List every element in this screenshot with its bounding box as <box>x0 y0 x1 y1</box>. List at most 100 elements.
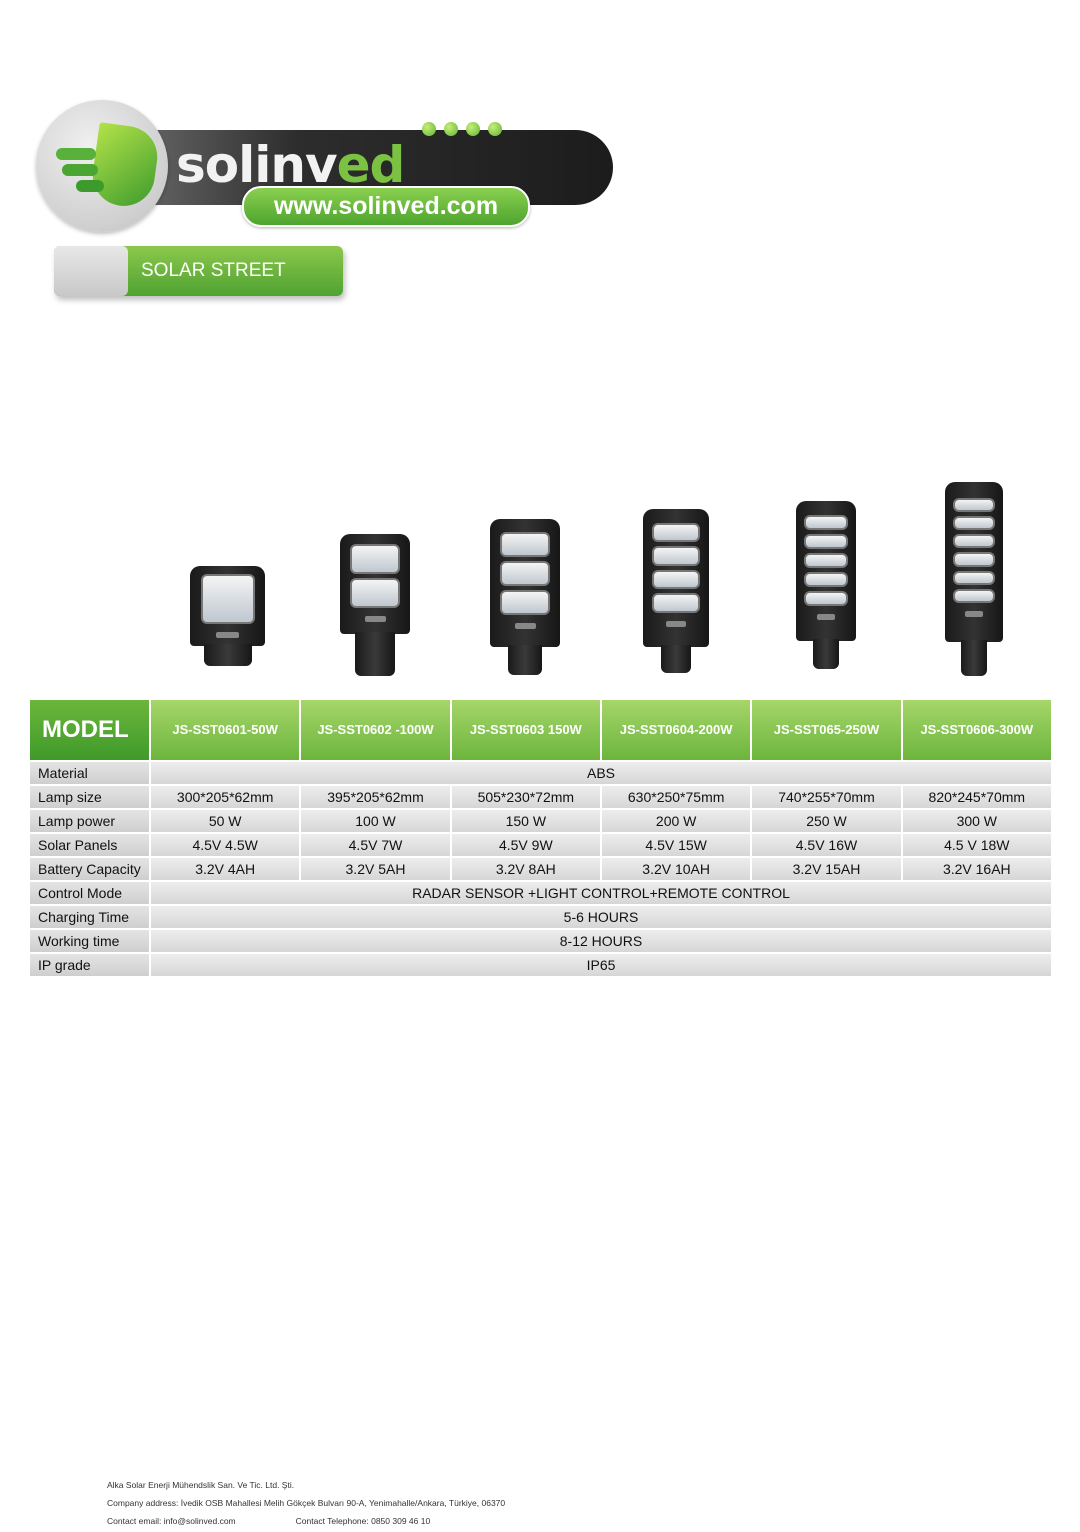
row-value: 300 W <box>902 810 1051 832</box>
led-panel <box>349 544 401 574</box>
row-value: 4.5V 16W <box>752 834 901 856</box>
led-panel <box>499 560 551 586</box>
mounting-bracket <box>508 645 542 675</box>
table-row: IP grade IP65 <box>30 954 1051 976</box>
led-panel <box>804 515 848 531</box>
row-value: ABS <box>151 762 1051 784</box>
row-value: 505*230*72mm <box>451 786 600 808</box>
row-label: Working time <box>30 930 149 952</box>
table-row: Control Mode RADAR SENSOR +LIGHT CONTROL… <box>30 882 1051 904</box>
row-label: Lamp power <box>30 810 149 832</box>
mounting-bracket <box>961 640 987 676</box>
row-value: 5-6 HOURS <box>151 906 1051 928</box>
row-value: 4.5V 7W <box>301 834 450 856</box>
lamp-image <box>490 519 560 677</box>
lamp-image <box>796 501 856 671</box>
section-title-tab: SOLAR STREET LIGHT <box>54 246 343 331</box>
led-panel <box>499 531 551 557</box>
row-label: Battery Capacity <box>30 858 149 880</box>
logo-dots <box>422 122 510 141</box>
row-label: Lamp size <box>30 786 149 808</box>
section-title: SOLAR STREET LIGHT <box>141 260 286 331</box>
led-panel <box>499 589 551 615</box>
row-label: Material <box>30 762 149 784</box>
row-value: 300*205*62mm <box>151 786 300 808</box>
row-value: 50 W <box>151 810 300 832</box>
led-panel <box>953 534 995 549</box>
model-column-header: JS-SST0606-300W <box>902 700 1051 760</box>
sensor-window <box>216 632 239 639</box>
led-panel <box>652 569 700 590</box>
led-panel <box>953 552 995 567</box>
row-value: 820*245*70mm <box>902 786 1051 808</box>
row-value: 250 W <box>752 810 901 832</box>
table-header: MODEL JS-SST0601-50W JS-SST0602 -100W JS… <box>30 700 1051 760</box>
footer-email: Contact email: info@solinved.com <box>107 1516 236 1526</box>
row-value: 3.2V 5AH <box>301 858 450 880</box>
model-column-header: JS-SST0604-200W <box>601 700 751 760</box>
row-value: 8-12 HOURS <box>151 930 1051 952</box>
sensor-window <box>666 620 686 627</box>
footer-phone: Contact Telephone: 0850 309 46 10 <box>295 1516 431 1526</box>
led-panel <box>953 498 995 513</box>
model-header: MODEL <box>30 700 149 760</box>
led-panel <box>804 534 848 550</box>
table-row: Solar Panels 4.5V 4.5W 4.5V 7W 4.5V 9W 4… <box>30 834 1051 856</box>
table-row: Lamp power 50 W 100 W 150 W 200 W 250 W … <box>30 810 1051 832</box>
mounting-bracket <box>355 632 395 676</box>
row-value: 4.5V 15W <box>601 834 751 856</box>
led-panel <box>652 546 700 566</box>
row-value: 4.5V 9W <box>451 834 600 856</box>
model-column-header: JS-SST0603 150W <box>451 700 600 760</box>
row-value: 3.2V 15AH <box>752 858 901 880</box>
website-url[interactable]: www.solinved.com <box>242 186 530 227</box>
led-panel <box>804 553 848 569</box>
row-value: 395*205*62mm <box>301 786 450 808</box>
lamp-image <box>190 566 265 668</box>
leaf-icon <box>88 122 162 210</box>
led-panel <box>953 516 995 531</box>
row-value: 3.2V 16AH <box>902 858 1051 880</box>
footer: Alka Solar Enerji Mühendslik San. Ve Tic… <box>107 1476 505 1530</box>
row-label: Control Mode <box>30 882 149 904</box>
table-row: Charging Time 5-6 HOURS <box>30 906 1051 928</box>
led-panel <box>804 572 848 588</box>
led-panel <box>349 578 401 608</box>
row-value: IP65 <box>151 954 1051 976</box>
row-value: 200 W <box>601 810 751 832</box>
sensor-window <box>965 610 983 617</box>
led-panel <box>200 574 255 625</box>
row-value: 4.5V 4.5W <box>151 834 300 856</box>
led-panel <box>652 593 700 613</box>
mounting-bracket <box>203 644 252 666</box>
led-panel <box>652 522 700 543</box>
led-panel <box>953 588 995 603</box>
row-value: 3.2V 4AH <box>151 858 300 880</box>
table-row: Working time 8-12 HOURS <box>30 930 1051 952</box>
row-value: 630*250*75mm <box>601 786 751 808</box>
sensor-window <box>514 622 536 629</box>
model-column-header: JS-SST0602 -100W <box>301 700 450 760</box>
lamp-image <box>340 534 410 678</box>
row-value: 4.5 V 18W <box>902 834 1051 856</box>
footer-company: Alka Solar Enerji Mühendslik San. Ve Tic… <box>107 1480 295 1490</box>
brand-logo: solinved www.solinved.com <box>36 100 613 235</box>
lamp-image <box>945 482 1003 678</box>
table-row: Battery Capacity 3.2V 4AH 3.2V 5AH 3.2V … <box>30 858 1051 880</box>
brand-name: solinved <box>176 136 405 194</box>
table-row: Lamp size 300*205*62mm 395*205*62mm 505*… <box>30 786 1051 808</box>
spec-table: MODEL JS-SST0601-50W JS-SST0602 -100W JS… <box>30 700 1051 978</box>
sensor-window <box>817 614 835 621</box>
row-value: 3.2V 10AH <box>601 858 751 880</box>
mounting-bracket <box>661 645 691 673</box>
row-value: 150 W <box>451 810 600 832</box>
sensor-window <box>364 616 386 622</box>
row-value: RADAR SENSOR +LIGHT CONTROL+REMOTE CONTR… <box>151 882 1051 904</box>
row-label: Charging Time <box>30 906 149 928</box>
led-panel <box>953 570 995 585</box>
mounting-bracket <box>813 639 839 669</box>
model-column-header: JS-SST065-250W <box>752 700 901 760</box>
led-panel <box>804 591 848 607</box>
row-value: 100 W <box>301 810 450 832</box>
row-label: Solar Panels <box>30 834 149 856</box>
